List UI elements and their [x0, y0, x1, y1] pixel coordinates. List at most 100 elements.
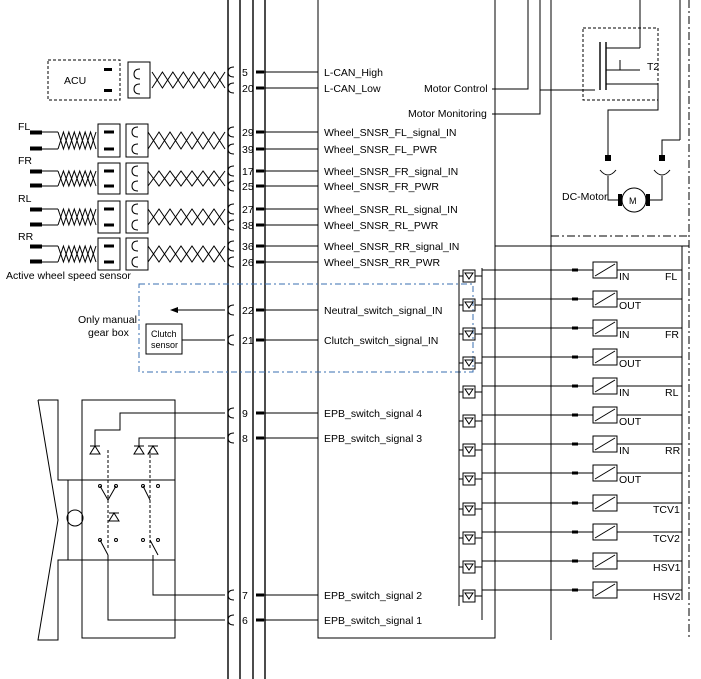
- pin-number: 9: [242, 408, 248, 420]
- epb-switch-assembly: [37, 399, 225, 641]
- valve-OUT: OUT: [459, 464, 682, 486]
- valve-FL: IN FL: [459, 261, 682, 283]
- pin-number: 6: [242, 615, 248, 627]
- pin-number: 17: [242, 166, 254, 178]
- valve-group-label: HSV1: [653, 562, 681, 574]
- sensor-twist-left-2: [57, 207, 97, 227]
- manual-gearbox-region: Only manual gear box Clutch sensor: [78, 283, 474, 373]
- pin-number: 21: [242, 335, 254, 347]
- valve-group-label: RR: [665, 445, 681, 457]
- sensor-twist-left-1: [57, 169, 97, 188]
- pin-7: 7 EPB_switch_signal 2: [227, 589, 422, 602]
- clutch-label: Clutch: [151, 329, 177, 339]
- t2-label: T2: [647, 61, 659, 73]
- pin-signal-label: Wheel_SNSR_FL_signal_IN: [324, 127, 456, 139]
- valve-RR: IN RR: [459, 435, 682, 457]
- pin-number: 36: [242, 241, 254, 253]
- wheel-sensor-0: [30, 123, 149, 158]
- valve-HSV2: HSV2: [459, 581, 682, 603]
- ecu-logic-box: [317, 0, 496, 639]
- pin-signal-label: L-CAN_Low: [324, 83, 381, 95]
- fr-label: FR: [18, 155, 32, 167]
- fl-label: FL: [18, 121, 30, 133]
- pin-number: 26: [242, 257, 254, 269]
- valve-io-label: IN: [619, 387, 630, 399]
- pin-signal-label: EPB_switch_signal 2: [324, 590, 422, 602]
- sensor-twist-right-1: [147, 170, 226, 187]
- pin-20: 20 L-CAN_Low: [227, 82, 381, 95]
- pin-signal-label: Wheel_SNSR_RL_PWR: [324, 220, 439, 232]
- valve-io-label: IN: [619, 271, 630, 283]
- pin-signal-label: EPB_switch_signal 3: [324, 433, 422, 445]
- pin-signal-label: Wheel_SNSR_RL_signal_IN: [324, 204, 458, 216]
- valve-io-label: IN: [619, 445, 630, 457]
- dc-motor-label: DC-Motor: [562, 191, 608, 203]
- rl-label: RL: [18, 193, 32, 205]
- motor-symbol: M: [629, 196, 637, 206]
- valve-group-label: FL: [665, 271, 677, 283]
- pin-5: 5 L-CAN_High: [227, 66, 383, 79]
- motor-control-label: Motor Control: [424, 83, 488, 95]
- valve-RL: IN RL: [459, 377, 682, 399]
- valve-OUT: OUT: [459, 348, 682, 370]
- diode-group: [89, 445, 159, 522]
- pin-signal-label: EPB_switch_signal 1: [324, 615, 422, 627]
- pin-number: 5: [242, 67, 248, 79]
- valve-group-label: FR: [665, 329, 679, 341]
- valve-io-label: OUT: [619, 358, 642, 370]
- pin-36: 36 Wheel_SNSR_RR_signal_IN: [227, 240, 459, 253]
- pin-8: 8 EPB_switch_signal 3: [227, 432, 422, 445]
- pin-number: 29: [242, 127, 254, 139]
- sensor-twist-left-0: [57, 130, 97, 151]
- valve-io-label: OUT: [619, 416, 642, 428]
- valve-OUT: OUT: [459, 290, 682, 312]
- pin-number: 7: [242, 590, 248, 602]
- acu-module: ACU: [47, 59, 151, 101]
- pin-9: 9 EPB_switch_signal 4: [227, 407, 422, 420]
- pin-signal-label: Clutch_switch_signal_IN: [324, 335, 438, 347]
- active-sensor-label: Active wheel speed sensor: [6, 270, 131, 282]
- pin-27: 27 Wheel_SNSR_RL_signal_IN: [227, 203, 458, 216]
- pin-number: 20: [242, 83, 254, 95]
- pin-number: 8: [242, 433, 248, 445]
- acu-label: ACU: [64, 75, 86, 87]
- ecu-power-box: [550, 0, 690, 640]
- pin-26: 26 Wheel_SNSR_RR_PWR: [227, 256, 441, 269]
- pin-signal-label: EPB_switch_signal 4: [324, 408, 422, 420]
- pin-signal-label: Wheel_SNSR_FR_PWR: [324, 181, 439, 193]
- valve-HSV1: HSV1: [459, 552, 682, 574]
- pin-signal-label: Wheel_SNSR_RR_PWR: [324, 257, 441, 269]
- pin-signal-label: Wheel_SNSR_RR_signal_IN: [324, 241, 459, 253]
- valve-TCV2: TCV2: [459, 523, 682, 545]
- wheel-sensor-2: [30, 200, 149, 234]
- motor-monitoring-label: Motor Monitoring: [408, 108, 487, 120]
- valve-group-label: RL: [665, 387, 679, 399]
- wheel-sensor-labels: FL FR RL RR Active wheel speed sensor: [6, 121, 131, 282]
- valve-OUT: OUT: [459, 406, 682, 428]
- pin-6: 6 EPB_switch_signal 1: [227, 614, 422, 627]
- pin-number: 25: [242, 181, 254, 193]
- pin-signal-label: L-CAN_High: [324, 67, 383, 79]
- valve-TCV1: TCV1: [459, 494, 682, 516]
- twisted-pairs: [30, 71, 226, 271]
- pin-number: 27: [242, 204, 254, 216]
- switch-contacts: [98, 450, 160, 556]
- rr-label: RR: [18, 231, 34, 243]
- valve-io-label: OUT: [619, 300, 642, 312]
- valve-group-label: TCV2: [653, 533, 680, 545]
- valve-group-label: TCV1: [653, 504, 680, 516]
- pin-list: 5 L-CAN_High 20 L-CAN_Low 29 Wheel_SNSR_FL_si…: [227, 66, 459, 627]
- sensor-twist-right-2: [147, 208, 226, 226]
- sensor-twist-right-3: [147, 245, 226, 263]
- valve-group-label: HSV2: [653, 591, 681, 603]
- valve-io-label: OUT: [619, 474, 642, 486]
- pin-signal-label: Wheel_SNSR_FL_PWR: [324, 144, 438, 156]
- pin-signal-label: Neutral_switch_signal_IN: [324, 305, 442, 317]
- sensor-twist-right-0: [147, 131, 226, 150]
